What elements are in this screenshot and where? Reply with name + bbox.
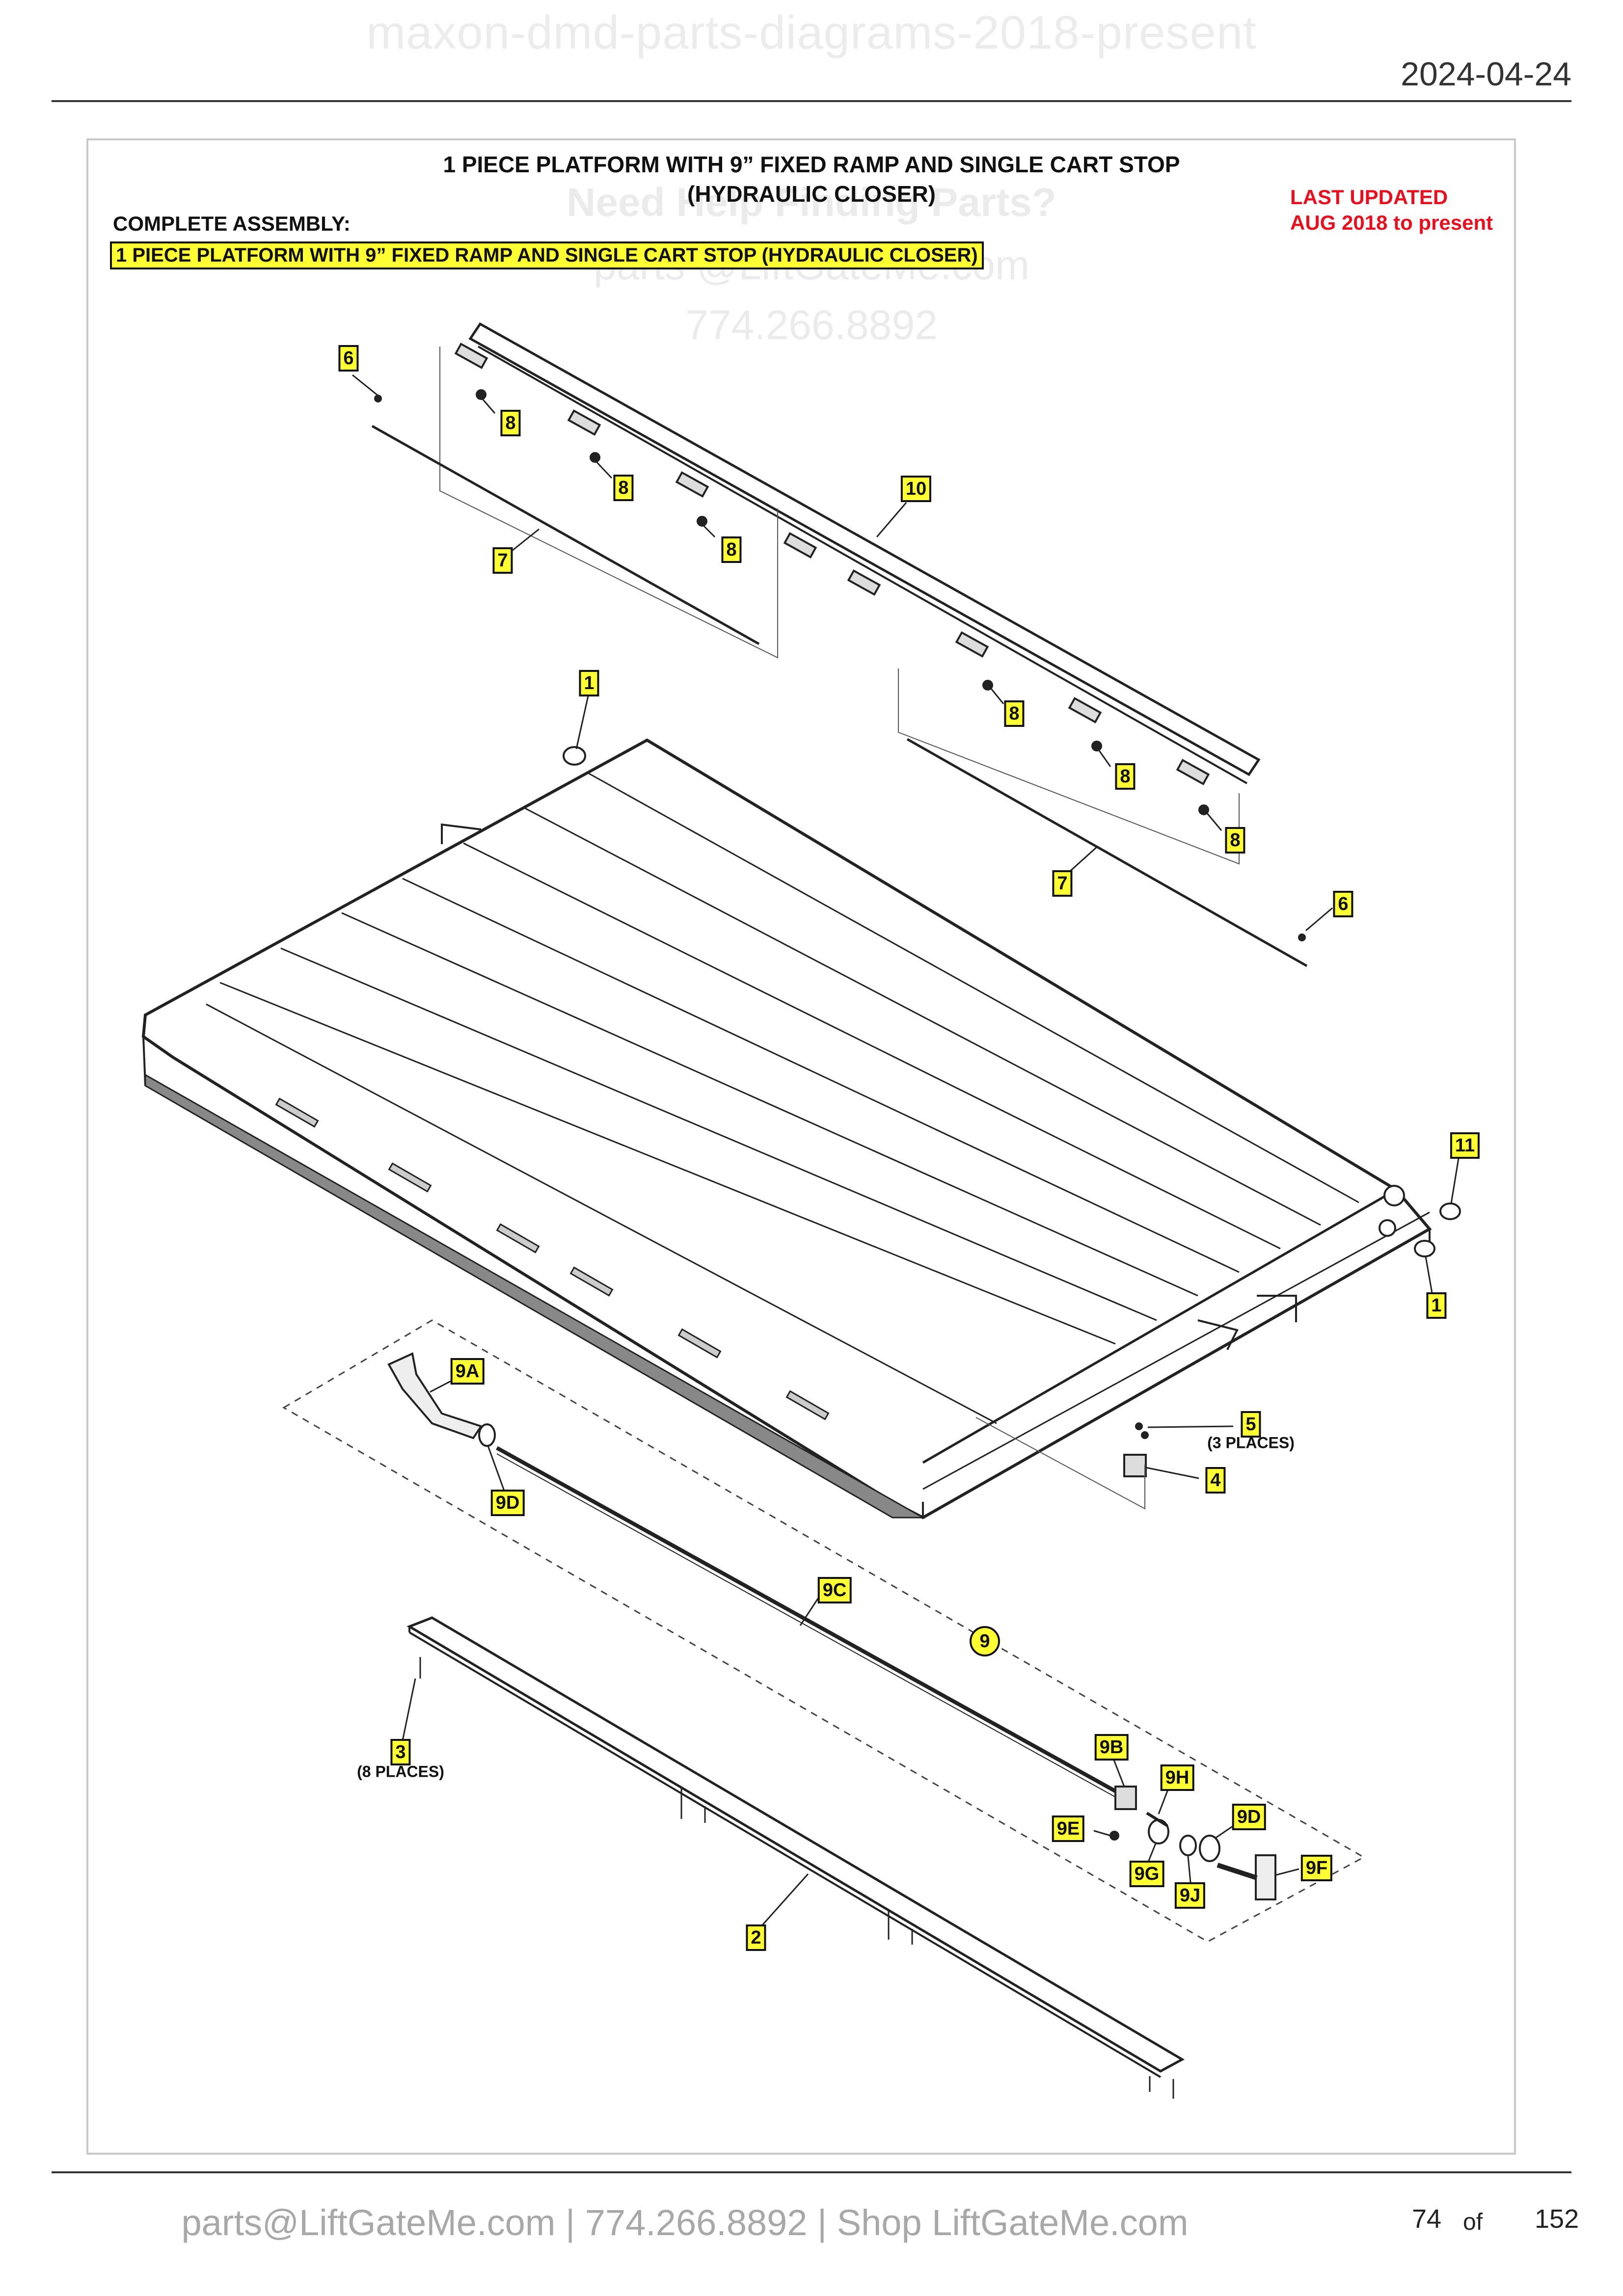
callout-8-2: 8: [613, 475, 634, 501]
callout-9D-lower: 9D: [1232, 1804, 1266, 1830]
diagram-title-line2: (HYDRAULIC CLOSER): [687, 181, 936, 207]
platform: [141, 738, 1432, 1520]
callout-3: 3: [390, 1739, 411, 1765]
callout-8-6: 8: [1225, 827, 1245, 854]
diagram-title-line1: 1 PIECE PLATFORM WITH 9” FIXED RAMP AND …: [443, 152, 1180, 177]
footer-contact: parts@LiftGateMe.com | 774.266.8892 | Sh…: [181, 2202, 1189, 2243]
print-date: 2024-04-24: [1401, 55, 1571, 93]
top-watermark: maxon-dmd-parts-diagrams-2018-present: [366, 6, 1257, 59]
callout-11: 11: [1450, 1132, 1480, 1159]
hinge-bolts: [476, 389, 1209, 815]
hinge-tabs: [454, 343, 1210, 785]
assembly-name-highlight: 1 PIECE PLATFORM WITH 9” FIXED RAMP AND …: [110, 241, 984, 269]
callout-8-3: 8: [721, 536, 742, 563]
page-total: 152: [1535, 2204, 1579, 2234]
cover-screws: [419, 1657, 1174, 2099]
callout-9F: 9F: [1300, 1855, 1333, 1881]
hinge-pin-lower: [906, 738, 1308, 967]
callout-9D-upper: 9D: [490, 1490, 525, 1516]
header-rule: [52, 100, 1571, 102]
callout-7-upper: 7: [492, 547, 513, 574]
callout-9E: 9E: [1052, 1815, 1085, 1842]
callout-8-1: 8: [500, 410, 521, 436]
complete-assembly-label: COMPLETE ASSEMBLY:: [113, 212, 351, 235]
last-updated-line1: LAST UPDATED: [1290, 186, 1448, 209]
callout-9-assembly: 9: [970, 1626, 1000, 1656]
page-of: of: [1463, 2209, 1483, 2235]
callout-6-upper: 6: [338, 345, 359, 372]
watermark-heading: Need Help Finding Parts?: [567, 180, 1056, 225]
callout-9A: 9A: [450, 1358, 485, 1385]
hinge-pin-upper: [371, 425, 760, 645]
callout-6-lower: 6: [1333, 891, 1353, 917]
drawing-frame: [86, 138, 1516, 2155]
callout-9C: 9C: [817, 1577, 852, 1603]
callout-9H: 9H: [1160, 1764, 1194, 1791]
callout-9B: 9B: [1094, 1734, 1129, 1761]
leader-lines: [352, 374, 1460, 1929]
deck-slats: [206, 772, 1359, 1424]
footer-rule: [52, 2171, 1571, 2173]
callout-7-lower: 7: [1052, 870, 1073, 897]
callout-9G: 9G: [1129, 1861, 1164, 1887]
note-3-places: (3 PLACES): [1207, 1434, 1295, 1452]
closer-assembly-box: [282, 1319, 1366, 1943]
callout-4: 4: [1205, 1467, 1226, 1494]
ramp-bar: [468, 322, 1261, 784]
cover-plate: [406, 1616, 1185, 2078]
callout-9J: 9J: [1174, 1882, 1206, 1909]
callout-2: 2: [746, 1924, 766, 1951]
callout-1-upper: 1: [579, 670, 599, 696]
callout-8-5: 8: [1115, 763, 1136, 790]
callout-10: 10: [900, 476, 932, 502]
note-8-places: (8 PLACES): [357, 1762, 444, 1781]
page-current: 74: [1412, 2204, 1442, 2234]
last-updated-note: LAST UPDATED AUG 2018 to present: [1290, 185, 1493, 236]
callout-8-4: 8: [1004, 700, 1025, 727]
last-updated-line2: AUG 2018 to present: [1290, 211, 1493, 234]
watermark-phone: 774.266.8892: [685, 302, 938, 348]
callout-1-lower: 1: [1426, 1292, 1447, 1319]
callout-5: 5: [1241, 1411, 1261, 1438]
